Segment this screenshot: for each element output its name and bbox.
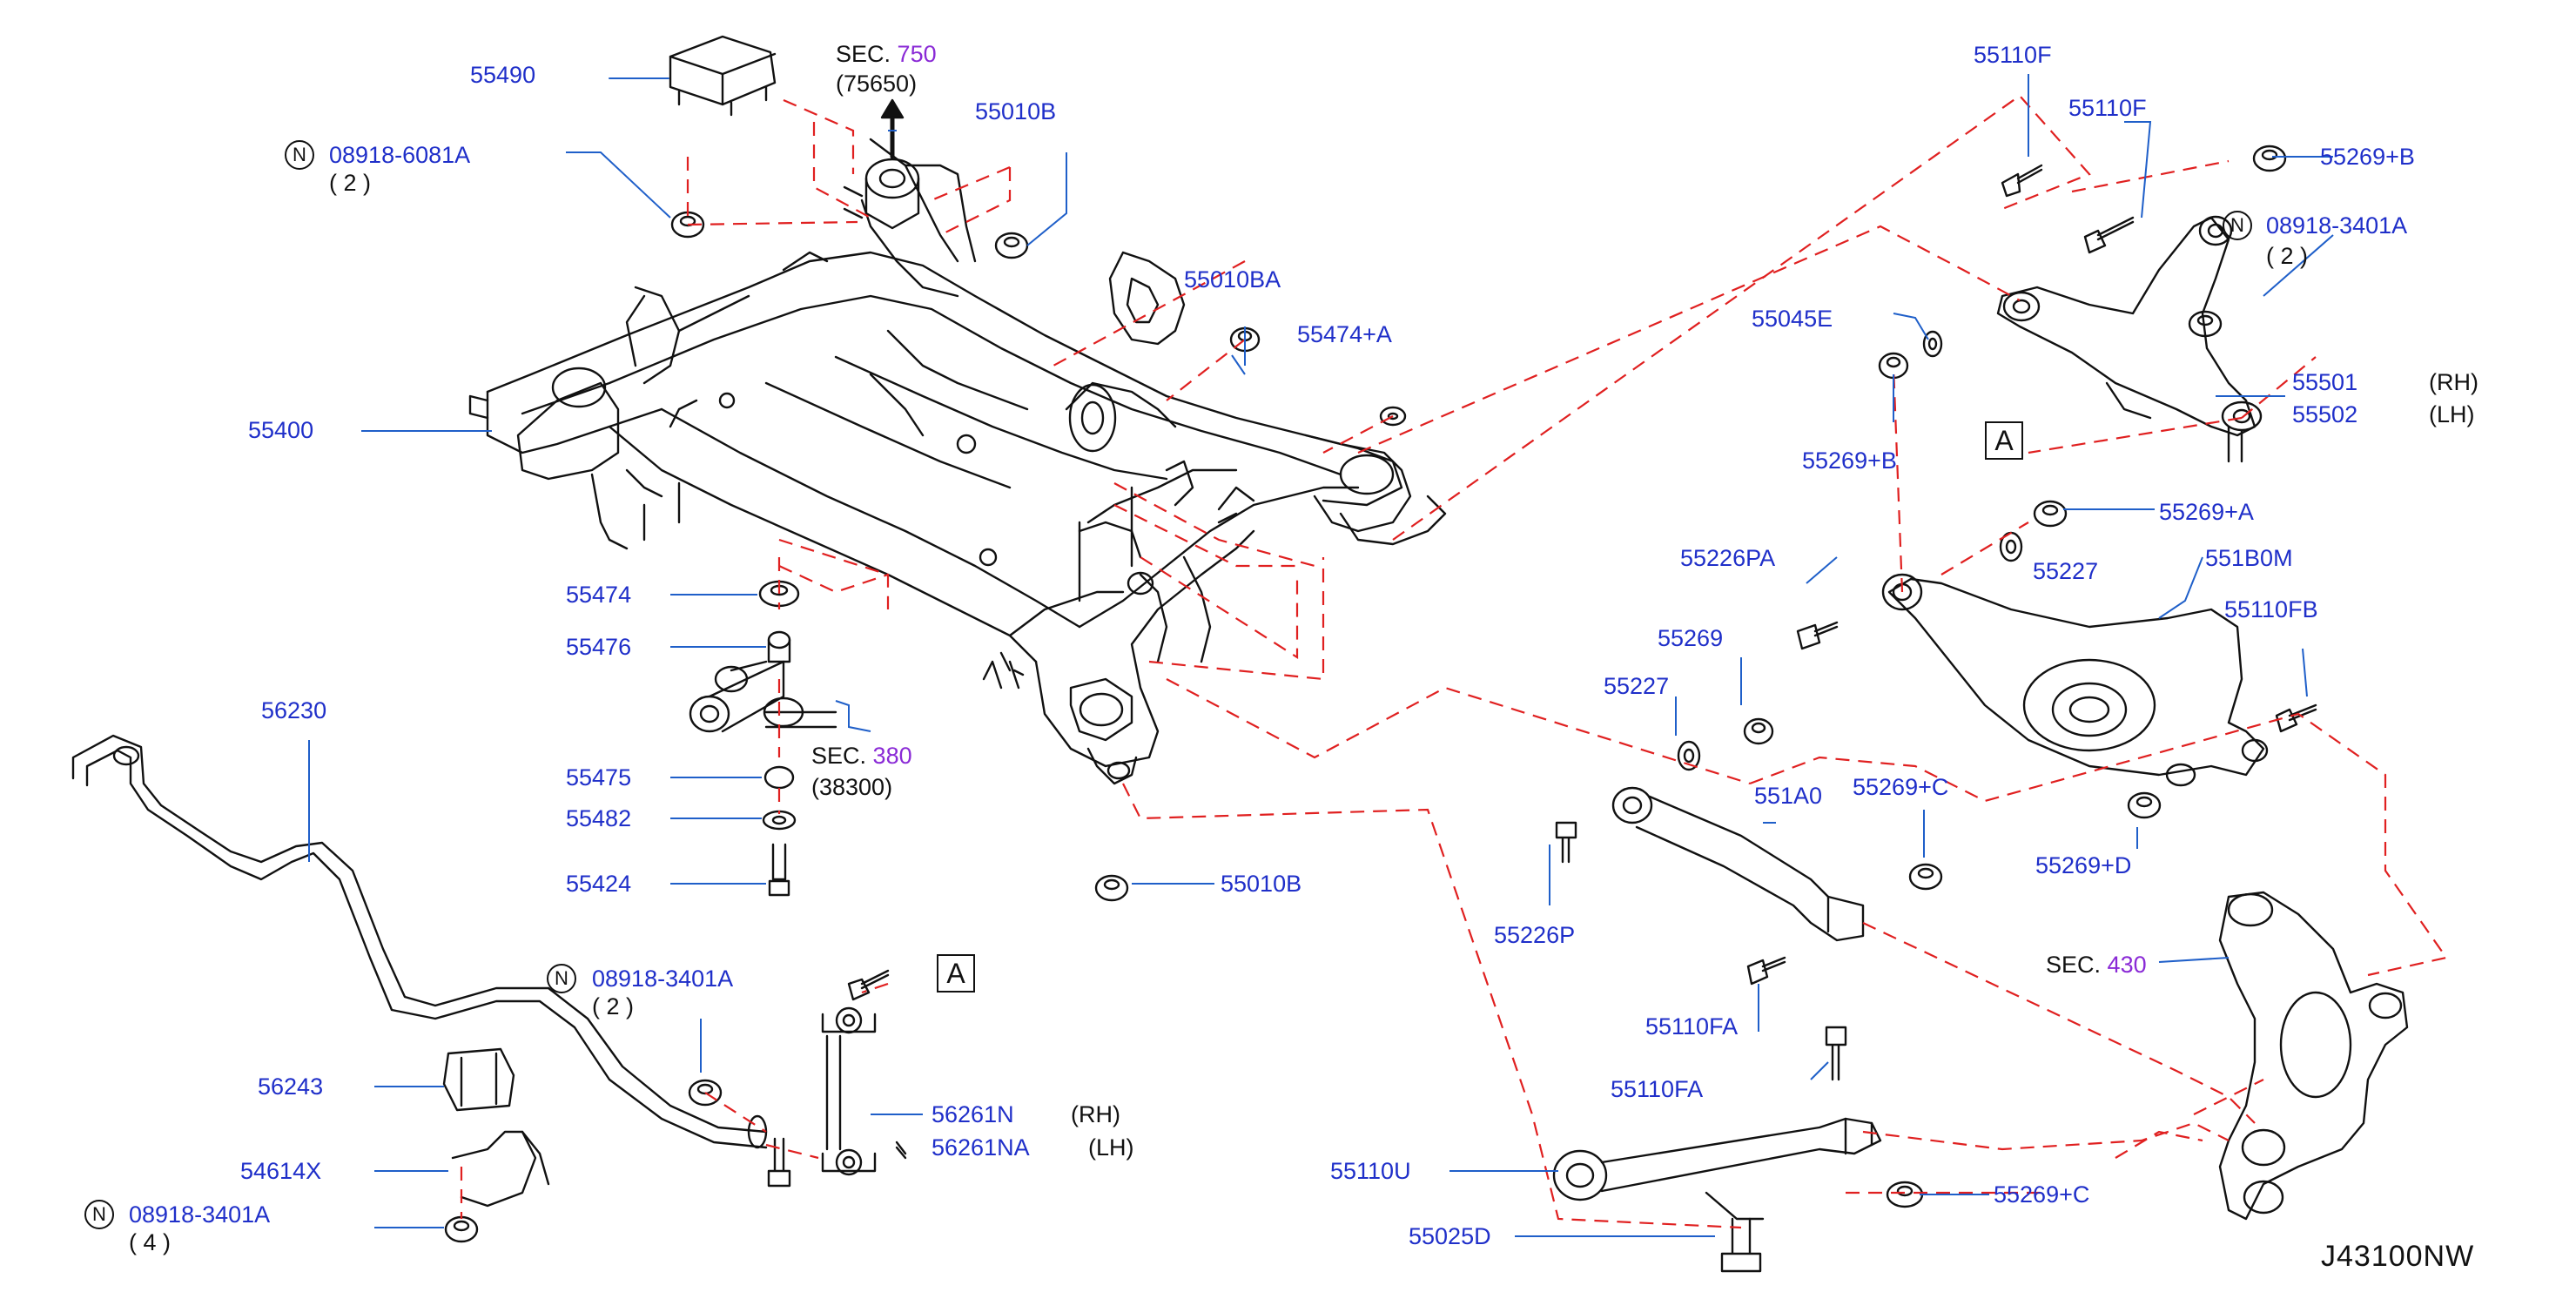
part-label-55501: 55501 [2292,369,2358,395]
part-label-55110u: 55110U [1330,1158,1411,1184]
part-label-55110fa-2: 55110FA [1611,1076,1704,1102]
part-label-55269-d: 55269+D [2035,852,2132,878]
part-label-55010ba: 55010BA [1184,266,1281,293]
ref-box-a: A [1985,421,2023,460]
part-label-55110fa: 55110FA [1645,1013,1739,1040]
part-label-54614x: 54614X [240,1158,322,1184]
section-number: 430 [2107,952,2147,978]
part-label-55227: 55227 [2033,558,2099,584]
section-prefix: SEC. [2046,952,2102,978]
part-label-55226p: 55226P [1494,922,1576,948]
side-label-lh: (LH) [2429,401,2475,427]
note-symbol-icon: N [2223,211,2252,240]
link-55110u-drawing [1552,1117,1882,1201]
part-label-55474: 55474 [566,582,632,608]
upper-arm-drawing [1996,215,2263,463]
part-label-55474-a: 55474+A [1297,321,1392,347]
note-symbol-icon: N [84,1200,114,1229]
mount-55490-drawing [609,35,777,117]
stabilizer-bar-drawing [71,734,768,1208]
part-label-55226pa: 55226PA [1680,545,1776,571]
note-symbol-icon: N [285,140,314,170]
part-label-55269-a: 55269+A [2159,499,2254,525]
part-label-56261n: 56261N [932,1101,1014,1127]
note-qty: ( 4 ) [129,1229,172,1255]
part-label-55110f-2: 55110F [2068,95,2147,121]
section-sub-38300: (38300) [811,774,893,800]
side-label-rh: (RH) [2429,369,2478,395]
note-part-08918-3401a: 08918-3401A [129,1201,271,1228]
assembly-dashed-lines [460,94,2448,1229]
part-label-551a0: 551A0 [1754,783,1823,809]
note-symbol-icon: N [547,964,576,993]
note-qty: ( 2 ) [592,993,635,1019]
part-label-55502: 55502 [2292,401,2358,427]
section-number: 750 [897,41,937,67]
part-label-55227-2: 55227 [1604,673,1670,699]
part-label-55025d: 55025D [1409,1223,1491,1249]
drawing-number: J43100NW [2321,1240,2475,1273]
ref-box-a: A [937,954,975,993]
part-label-55424: 55424 [566,871,632,897]
part-label-55010b-lower: 55010B [1221,871,1302,897]
note-qty: ( 2 ) [329,170,372,196]
part-label-55110f: 55110F [1974,42,2052,68]
part-label-55269-b: 55269+B [2320,144,2415,170]
part-label-55269-c-lower: 55269+C [1994,1181,2090,1208]
part-label-55490: 55490 [470,62,536,88]
side-label-rh: (RH) [1071,1101,1120,1127]
part-label-55482: 55482 [566,805,632,831]
part-label-55110fb: 55110FB [2224,596,2318,622]
part-label-55400: 55400 [248,417,314,443]
section-prefix: SEC. [811,743,867,769]
part-label-55476: 55476 [566,634,632,660]
bushing-sec750-drawing [843,98,920,230]
section-number: 380 [872,743,912,769]
bolt-drawings [767,164,2317,1273]
link-551a0-drawing [1611,786,1865,942]
section-ref-750: SEC. 750 [836,40,937,68]
note-part-08918-6081a: 08918-6081A [329,142,471,168]
section-ref-430: SEC. 430 [2046,951,2147,979]
part-label-55269-c: 55269+C [1853,774,1949,800]
note-part-08918-3401a: 08918-3401A [592,966,734,992]
note-part-08918-3401a: 08918-3401A [2266,212,2408,239]
side-label-lh: (LH) [1088,1134,1134,1161]
part-label-551b0m: 551B0M [2205,545,2293,571]
part-label-55269-b-lower: 55269+B [1802,447,1897,474]
part-label-55045e: 55045E [1752,306,1833,332]
knuckle-sec430-drawing [2218,891,2409,1221]
part-label-56243: 56243 [258,1073,324,1100]
part-label-55475: 55475 [566,764,632,791]
part-label-55269: 55269 [1658,625,1724,651]
link-55476-drawing [689,660,837,733]
part-label-55010b: 55010B [975,98,1057,124]
part-label-56230: 56230 [261,697,327,723]
note-qty: ( 2 ) [2266,243,2309,269]
section-ref-380: SEC. 380 [811,742,912,770]
lower-arm-drawing [1881,573,2269,787]
suspension-member-drawing [468,138,1447,785]
stabilizer-link-drawing [821,1006,877,1176]
part-label-56261na: 56261NA [932,1134,1030,1161]
section-sub-75650: (75650) [836,71,918,97]
leader-lines [308,74,2334,1237]
section-prefix: SEC. [836,41,891,67]
